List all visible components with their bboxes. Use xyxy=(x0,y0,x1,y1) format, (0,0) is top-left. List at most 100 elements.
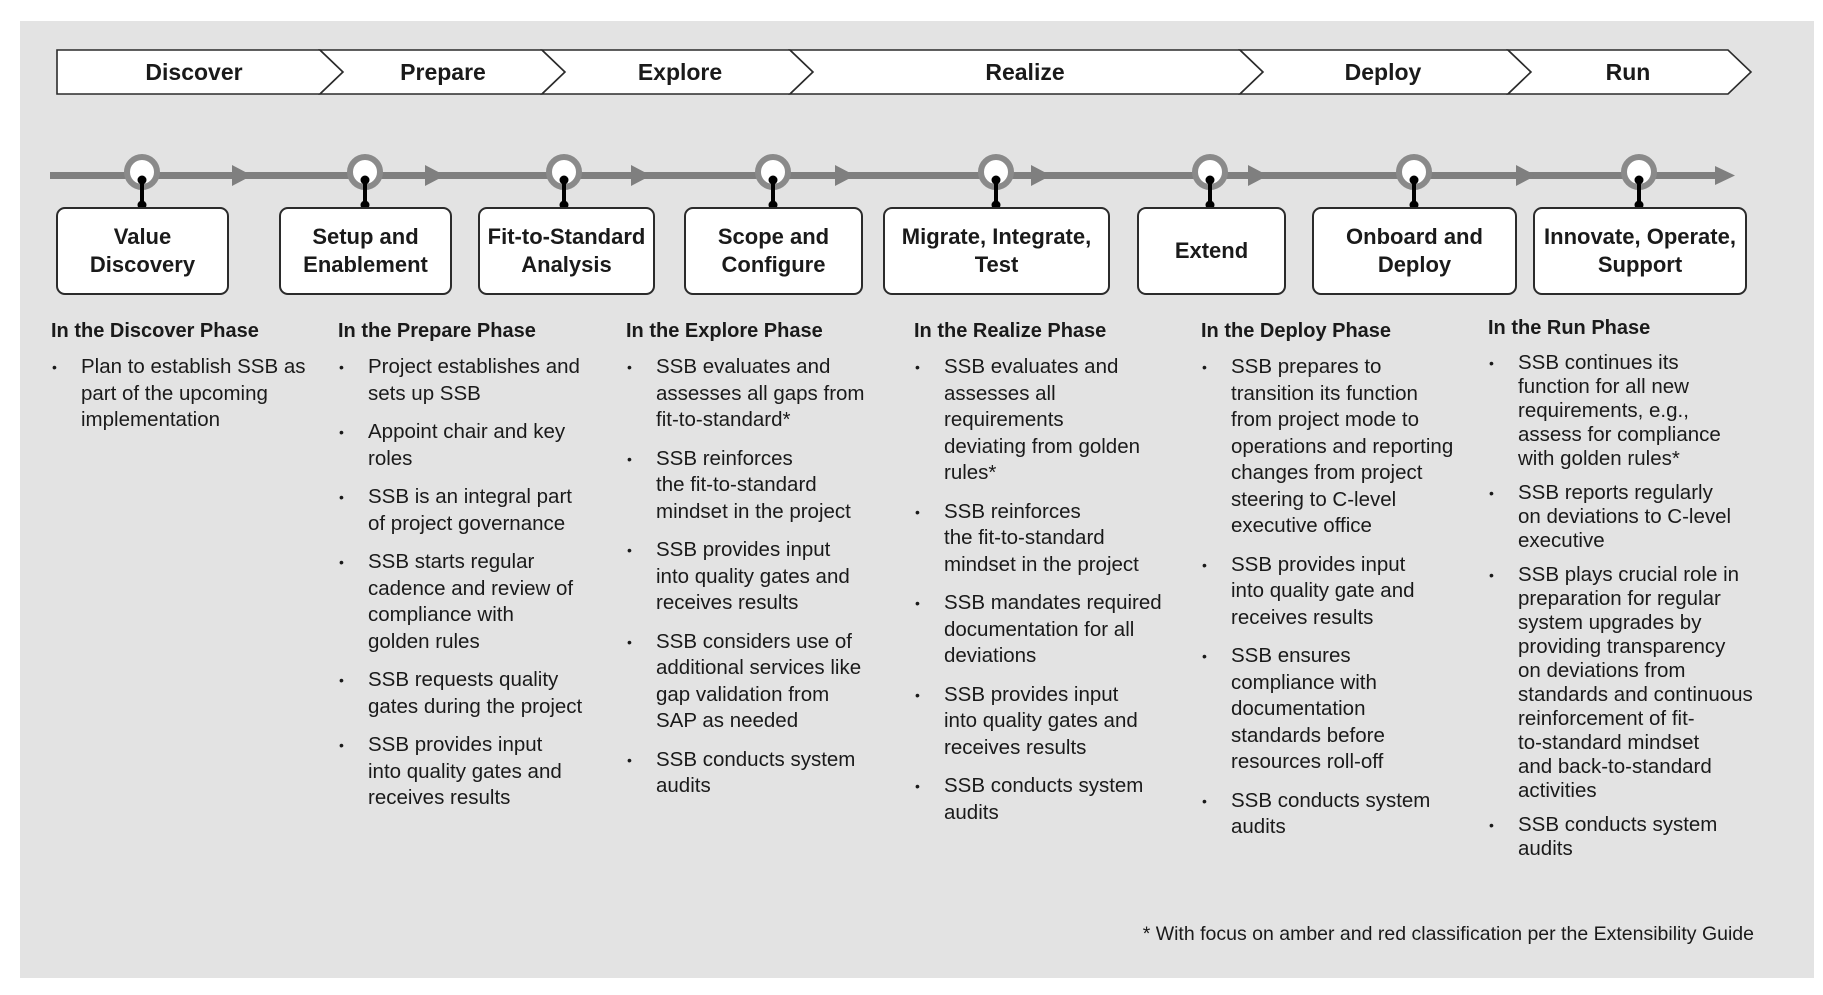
bullet-line: function for all new xyxy=(1518,375,1689,398)
timeline-arrow-head xyxy=(1248,165,1268,186)
step-label-line: Enablement xyxy=(303,252,428,277)
bullet-line: from project mode to xyxy=(1231,408,1419,431)
step-label-line: Discovery xyxy=(89,252,196,277)
bullet-line: SSB conducts system xyxy=(656,747,856,771)
bullet-line: with golden rules* xyxy=(1518,447,1680,470)
bullet-line: additional services like xyxy=(656,656,862,679)
bullet-line: SSB provides input xyxy=(656,538,831,561)
bullet-line: SSB reports regularly xyxy=(1518,481,1713,504)
bullet-line: sets up SSB xyxy=(368,381,481,405)
bullet-line: SSB evaluates and xyxy=(656,355,831,378)
bullet-line: SSB is an integral part xyxy=(368,485,572,508)
phase-column-discover: In the Discover Phase Plan to establish … xyxy=(51,318,306,446)
bullet-item: SSB provides input into quality gates and… xyxy=(338,732,582,812)
step-label-line: Innovate, Operate, xyxy=(1544,224,1736,249)
bullet-line: mindset in the project xyxy=(944,552,1139,576)
bullet-line: receives results xyxy=(368,786,511,809)
bullet-line: rules* xyxy=(944,461,997,484)
milestone-onboard-deploy xyxy=(1396,154,1432,210)
bullet-line: SSB requests quality xyxy=(368,668,559,691)
bullet-line: gap validation from xyxy=(656,682,830,706)
bullet-line: receives results xyxy=(656,591,799,614)
bullet-line: SSB ensures xyxy=(1231,644,1351,667)
bullet-line: steering to C-level xyxy=(1231,487,1397,511)
bullet-line: mindset in the project xyxy=(656,499,851,523)
bullet-line: executive office xyxy=(1231,514,1372,537)
step-label-line: Setup and xyxy=(312,224,419,249)
milestone-scope-configure xyxy=(755,154,791,210)
step-label-line: Scope and xyxy=(717,224,830,249)
timeline-arrow-head xyxy=(425,165,445,186)
bullet-line: SAP as needed xyxy=(656,709,799,732)
step-box-innovate-operate-support: Innovate, Operate, Support xyxy=(1533,207,1747,295)
bullet-line: of project governance xyxy=(368,511,566,535)
bullet-line: SSB reinforces xyxy=(944,499,1081,523)
bullet-line: providing transparency xyxy=(1518,635,1726,658)
phase-column-explore: In the Explore Phase SSB evaluates andas… xyxy=(626,318,865,812)
step-label-line: Support xyxy=(1597,252,1683,277)
bullet-line: compliance with xyxy=(1231,670,1377,694)
bullet-line: into quality gates and xyxy=(656,564,850,588)
bullet-line: audits xyxy=(1518,837,1573,860)
bullet-line: Project establishes and xyxy=(368,355,580,378)
bullet-line: transition its function xyxy=(1231,381,1418,405)
step-label-line: Migrate, Integrate, xyxy=(901,224,1092,249)
column-title: In the Explore Phase xyxy=(626,320,823,342)
bullet-line: standards before xyxy=(1231,723,1385,747)
bullet-line: resources roll-off xyxy=(1231,750,1384,773)
bullet-line: SSB conducts system xyxy=(944,774,1144,797)
bullet-line: requirements xyxy=(944,408,1064,431)
bullet-item: SSB is an integral part of project govern… xyxy=(338,484,582,537)
timeline-end-arrow-head xyxy=(1715,166,1735,185)
bullet-line: golden rules xyxy=(368,629,480,653)
bullet-line: SSB starts regular xyxy=(368,550,535,573)
phase-chevron-run xyxy=(1506,49,1753,95)
bullet-line: audits xyxy=(944,800,999,824)
column-title: In the Deploy Phase xyxy=(1201,320,1392,342)
phase-label-deploy: Deploy xyxy=(1345,59,1422,85)
bullet-line: audits xyxy=(1231,815,1286,838)
phase-label-prepare: Prepare xyxy=(400,59,486,85)
bullet-line: into quality gates and xyxy=(368,759,562,783)
milestone-migrate-integrate-test xyxy=(978,154,1014,210)
phase-column-run: In the Run Phase SSB continues itsfuncti… xyxy=(1488,315,1753,871)
phase-column-prepare: In the Prepare Phase Project establishes… xyxy=(338,318,582,824)
column-title: In the Prepare Phase xyxy=(338,320,536,342)
bullet-line: standards and continuous xyxy=(1518,683,1753,706)
bullet-line: documentation for all xyxy=(944,617,1135,641)
bullet-line: assesses all xyxy=(944,381,1056,405)
bullet-line: deviating from golden xyxy=(944,434,1141,458)
milestones xyxy=(124,154,1657,210)
step-label-line: Value xyxy=(113,224,172,249)
milestone-setup-enablement xyxy=(347,154,383,210)
step-box-migrate-integrate-test: Migrate, Integrate,Test xyxy=(883,207,1110,295)
phase-label-run: Run xyxy=(1606,59,1651,85)
bullet-line: cadence and review of xyxy=(368,576,574,600)
phase-label-discover: Discover xyxy=(145,59,242,85)
timeline-arrow-head xyxy=(835,165,855,186)
phase-column-realize: In the Realize Phase SSB evaluates andas… xyxy=(914,318,1162,838)
bullet-list: Project establishes and sets up SSB Appoi… xyxy=(338,354,582,812)
bullet-line: Appoint chair and key xyxy=(368,420,566,443)
bullet-line: SSB provides input xyxy=(368,733,543,756)
column-title: In the Realize Phase xyxy=(914,320,1107,342)
bullet-line: activities xyxy=(1518,779,1597,802)
footnote: * With focus on amber and red classifica… xyxy=(1142,923,1754,945)
milestone-value-discovery xyxy=(124,154,160,210)
